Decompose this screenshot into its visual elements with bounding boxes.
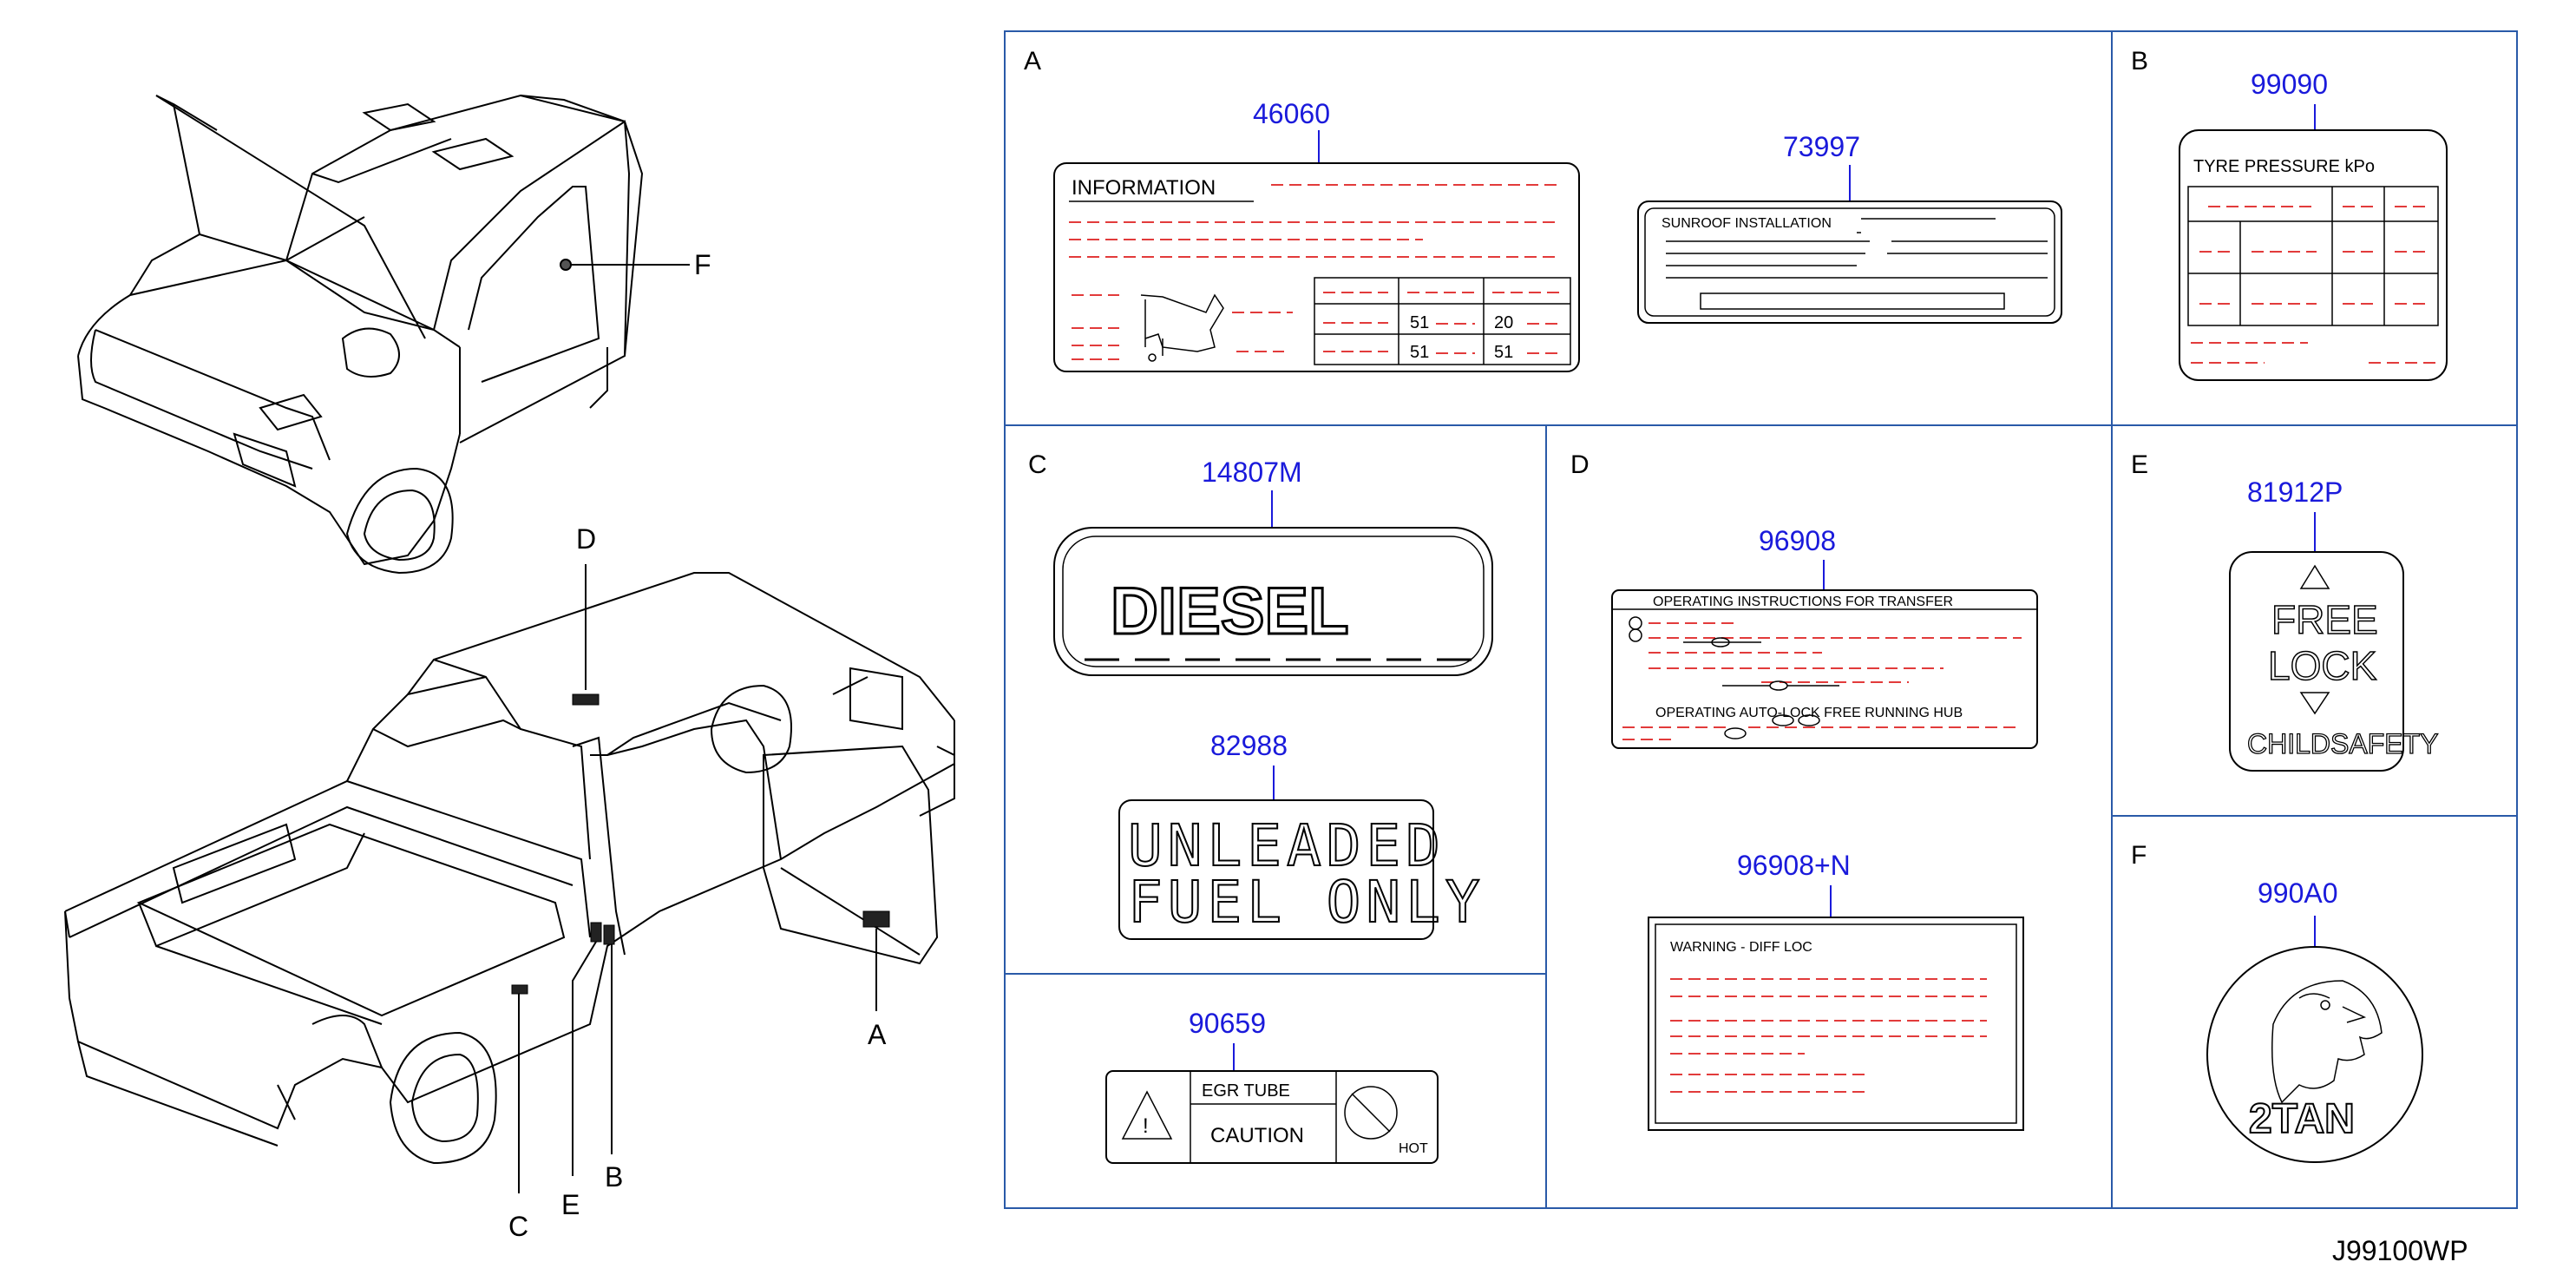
- marker-f: [560, 259, 572, 271]
- callout-f: F: [694, 249, 711, 280]
- diesel-text: DIESEL: [1111, 575, 1349, 648]
- marker-c: [511, 984, 528, 995]
- panel-letter-a: A: [1024, 47, 1041, 76]
- part-number-82988: 82988: [1210, 730, 1288, 761]
- part-number-96908: 96908: [1759, 525, 1836, 556]
- leader-e: [572, 941, 597, 1176]
- part-number-990a0: 990A0: [2258, 877, 2338, 909]
- childsafety-label: FREE LOCK CHILDSAFETY: [2229, 551, 2439, 772]
- sunroof-label: SUNROOF INSTALLATION: [1637, 200, 2062, 324]
- lock-text: LOCK: [2268, 643, 2377, 688]
- caution-text: CAUTION: [1210, 1124, 1304, 1147]
- info-value: 20: [1494, 313, 1513, 332]
- eagle-emblem-label: 2TAN: [2206, 946, 2423, 1163]
- tyre-title: TYRE PRESSURE kPo: [2193, 157, 2375, 176]
- unleaded-text: UNLEADED: [1128, 812, 1445, 879]
- transfer-subtitle: OPERATING AUTO-LOCK FREE RUNNING HUB: [1655, 706, 1963, 720]
- callout-e: E: [561, 1189, 580, 1220]
- exclamation-icon: !: [1143, 1114, 1149, 1138]
- figure-code: J99100WP: [2332, 1235, 2468, 1266]
- information-title: INFORMATION: [1072, 176, 1216, 200]
- info-value: 51: [1410, 343, 1429, 362]
- unleaded-label: UNLEADED FUEL ONLY: [1118, 799, 1485, 940]
- warning-diff-lock-label: WARNING - DIFF LOC: [1648, 917, 2024, 1131]
- part-number-46060: 46060: [1253, 98, 1330, 129]
- part-number-81912p: 81912P: [2247, 476, 2343, 508]
- free-text: FREE: [2271, 597, 2378, 642]
- panel-letter-b: B: [2131, 47, 2148, 76]
- fuel-only-text: FUEL ONLY: [1128, 869, 1485, 936]
- egr-title: EGR TUBE: [1202, 1081, 1290, 1101]
- part-number-96908n: 96908+N: [1737, 850, 1851, 881]
- info-value: 51: [1494, 343, 1513, 362]
- part-number-90659: 90659: [1189, 1008, 1266, 1039]
- warning-triangle-icon: [1121, 1090, 1173, 1140]
- transfer-instructions-label: OPERATING INSTRUCTIONS FOR TRANSFER OPER…: [1611, 589, 2038, 749]
- emblem-text: 2TAN: [2249, 1096, 2355, 1142]
- part-number-99090: 99090: [2251, 69, 2328, 100]
- callout-d: D: [576, 523, 596, 555]
- truck-front-illustration: [77, 94, 644, 575]
- part-number-14807m: 14807M: [1202, 457, 1302, 488]
- egr-caution-label: ! EGR TUBE CAUTION HOT: [1105, 1070, 1439, 1164]
- sunroof-title: SUNROOF INSTALLATION: [1662, 216, 1832, 231]
- panel-letter-d: D: [1570, 450, 1590, 479]
- marker-b: [603, 924, 615, 945]
- callout-b: B: [605, 1161, 623, 1193]
- arrow-up-icon: [2299, 564, 2330, 589]
- panel-letter-c: C: [1028, 450, 1047, 479]
- marker-d: [572, 693, 600, 706]
- callout-a: A: [868, 1019, 887, 1050]
- arrow-down-icon: [2299, 692, 2330, 715]
- tyre-pressure-label: TYRE PRESSURE kPo: [2179, 129, 2448, 381]
- panel-letter-f: F: [2131, 841, 2147, 870]
- transfer-title: OPERATING INSTRUCTIONS FOR TRANSFER: [1653, 595, 1953, 609]
- info-value: 51: [1410, 313, 1429, 332]
- callout-c: C: [508, 1211, 528, 1242]
- hot-surface-icon: [1344, 1086, 1398, 1140]
- eagle-icon: [2271, 980, 2383, 1104]
- panel-letter-e: E: [2131, 450, 2148, 479]
- marker-a: [862, 910, 890, 928]
- part-number-73997: 73997: [1783, 131, 1860, 162]
- hot-text: HOT: [1399, 1141, 1428, 1156]
- panel-grid: [1004, 30, 2518, 1209]
- truck-rear-illustration: [64, 572, 955, 1165]
- warning-title: WARNING - DIFF LOC: [1670, 940, 1812, 955]
- diesel-label: DIESEL: [1053, 527, 1493, 676]
- information-label: INFORMATION 51 20 51 51: [1053, 162, 1580, 372]
- childsafety-text: CHILDSAFETY: [2247, 728, 2438, 759]
- marker-e: [590, 922, 602, 943]
